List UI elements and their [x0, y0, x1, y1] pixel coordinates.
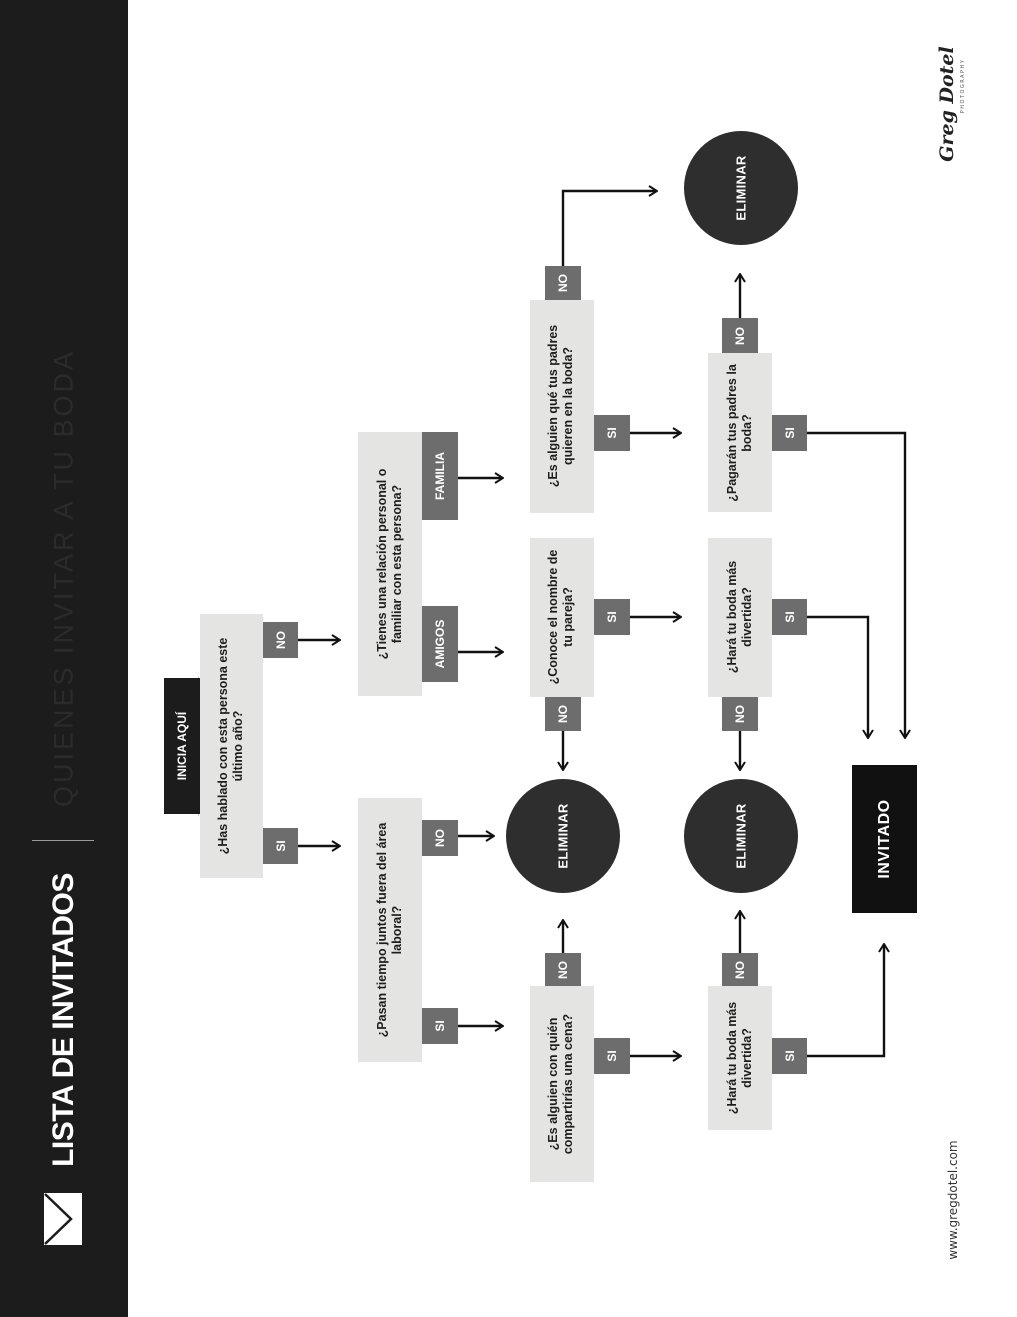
q6-no-label: NO	[545, 266, 581, 300]
question-q5	[530, 538, 594, 697]
q5-no-label: NO	[545, 697, 581, 731]
start-here-tag: INICIA AQUÍ	[164, 678, 200, 814]
question-q4-text: ¿Es alguien con quién compartirías una c…	[546, 1013, 575, 1155]
question-q9-text: ¿Pagarán tus padres la boda?	[725, 364, 754, 502]
q5-yes-label: SI	[594, 599, 630, 635]
invited-outcome-box: INVITADO	[852, 765, 917, 913]
question-q3-text: ¿Tienes una relación personal o familiar…	[375, 468, 404, 660]
question-q2-text: ¿Pasan tiempo juntos fuera del área labo…	[375, 822, 404, 1038]
arrow-q6-no	[561, 191, 656, 266]
question-q8-text: ¿Hará tu boda más divertida?	[725, 560, 754, 674]
q9-no-label: NO	[722, 318, 758, 353]
question-q5-text: ¿Conoce el nombre de tu pareja?	[546, 549, 575, 685]
question-q4	[530, 986, 594, 1182]
arrow-q7-si	[807, 945, 884, 1058]
question-q3	[358, 432, 422, 696]
title-divider	[32, 840, 94, 841]
question-q1	[200, 614, 263, 878]
question-q1-text: ¿Has hablado con esta persona este últim…	[216, 637, 245, 855]
q4-no-label: NO	[545, 953, 581, 986]
start-here-label: INICIA AQUÍ	[175, 711, 189, 781]
q9-yes-label: SI	[772, 415, 807, 451]
question-q6-text: ¿Es alguien qué tus padres quieren en la…	[546, 324, 575, 488]
question-q9	[708, 353, 772, 512]
envelope-icon	[44, 1193, 82, 1245]
q3-familia-label: FAMILIA	[422, 432, 458, 520]
q7-yes-label: SI	[772, 1038, 807, 1074]
q2-yes-label: SI	[422, 1008, 458, 1044]
question-q6	[530, 300, 594, 513]
q3-amigos-label: AMIGOS	[422, 606, 458, 682]
header-sidebar: LISTA DE INVITADOS	[0, 0, 128, 1317]
question-q2	[358, 798, 422, 1062]
question-q7	[708, 986, 772, 1130]
q6-yes-label: SI	[594, 415, 630, 451]
eliminate-circle-3: ELIMINAR	[684, 131, 798, 245]
q1-yes-label: SI	[263, 828, 298, 864]
arrow-q9-si	[807, 431, 905, 737]
question-q7-text: ¿Hará tu boda más divertida?	[725, 1001, 754, 1115]
eliminate-circle-1: ELIMINAR	[506, 779, 620, 893]
q4-yes-label: SI	[594, 1038, 630, 1074]
arrow-q8-si	[807, 615, 868, 737]
q7-no-label: NO	[722, 953, 758, 986]
q8-no-label: NO	[722, 697, 758, 731]
question-q8	[708, 538, 772, 697]
q2-no-label: NO	[422, 820, 458, 856]
q1-no-label: NO	[263, 622, 298, 658]
eliminate-circle-2: ELIMINAR	[684, 779, 798, 893]
q8-yes-label: SI	[772, 599, 807, 635]
